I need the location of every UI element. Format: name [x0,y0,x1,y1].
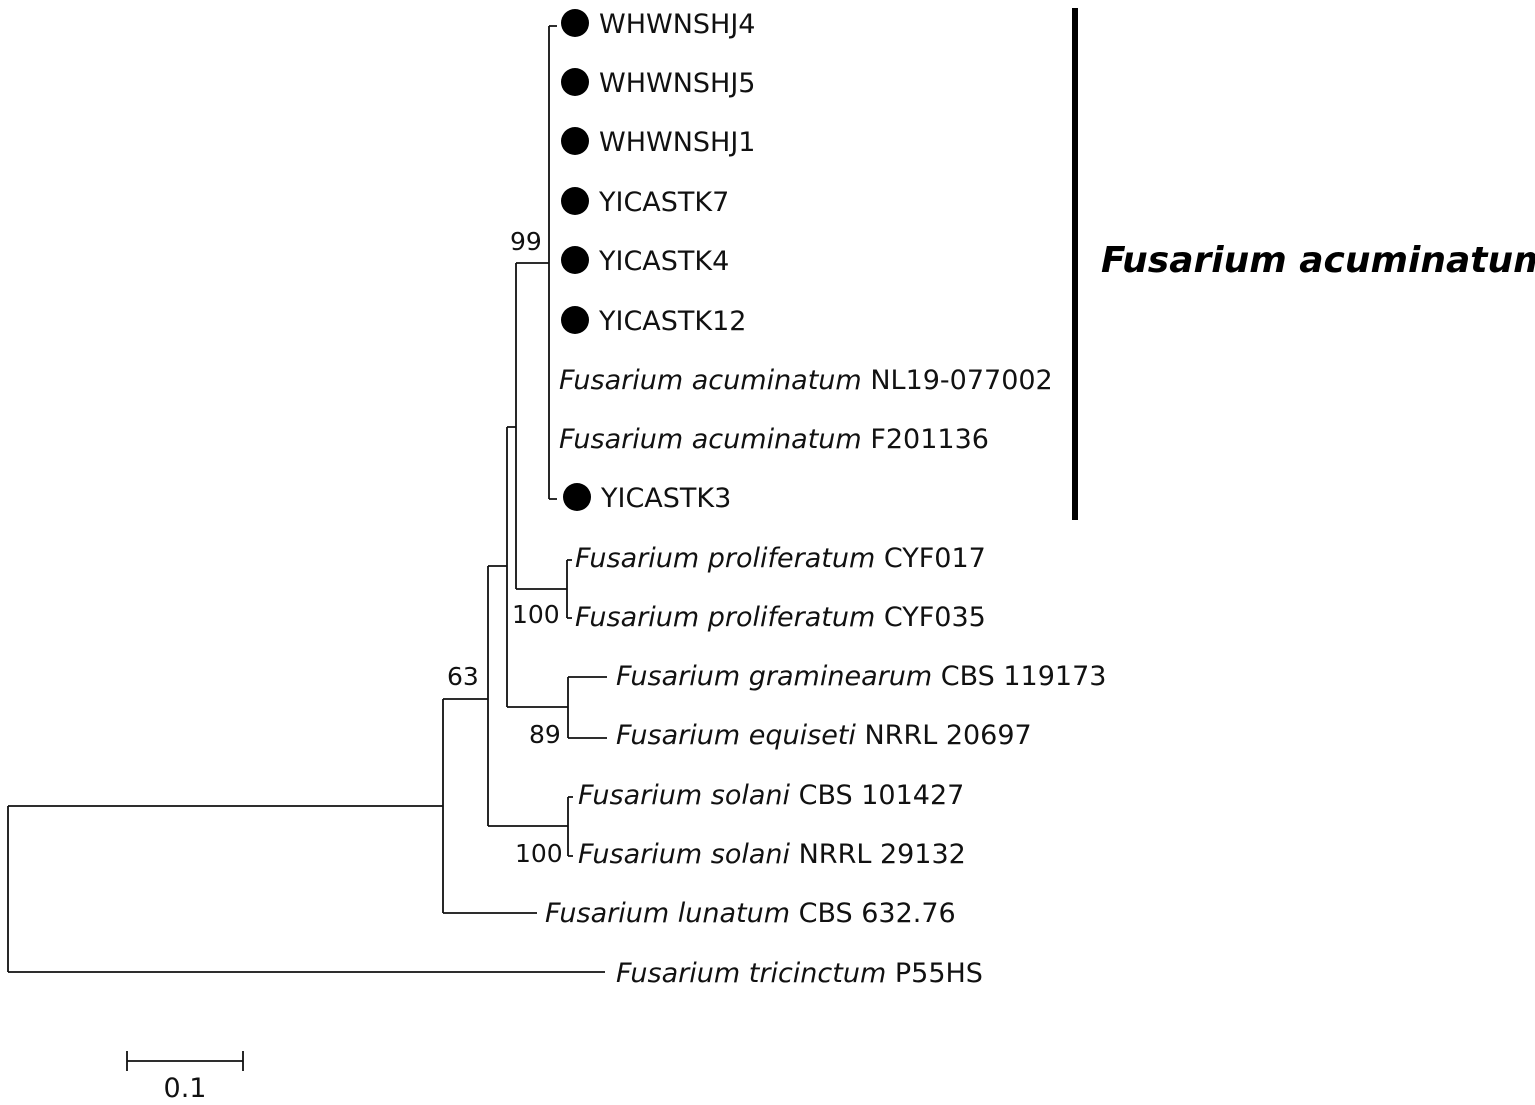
taxon-label: Fusarium proliferatum CYF035 [575,602,986,633]
scale-bar-line [126,1051,244,1071]
branch-root [7,805,605,973]
taxon-labels: WHWNSHJ4 WHWNSHJ5 WHWNSHJ1 YICASTK7 YICA… [545,9,1106,989]
taxon-label: YICASTK3 [600,483,731,514]
scale-bar: 0.1 [126,1051,244,1104]
bootstrap-value: 100 [515,839,563,868]
taxon-label: WHWNSHJ5 [599,68,755,99]
taxon-label: WHWNSHJ4 [599,9,755,40]
branch-node-63 [442,698,537,914]
taxon-label: Fusarium solani CBS 101427 [578,780,964,811]
branch-node-solani [567,796,573,857]
taxon-label: Fusarium acuminatum F201136 [559,424,989,455]
bootstrap-values: 99 100 89 100 63 [447,227,563,868]
branch-node-proliferatum [566,559,572,619]
marker-dot [561,187,589,215]
scale-bar-label: 0.1 [164,1073,207,1104]
marker-dot [563,483,591,511]
marker-dot [561,68,589,96]
taxon-label: Fusarium equiseti NRRL 20697 [616,720,1032,751]
clade-label: Fusarium acuminatum [1101,240,1535,281]
taxon-label: WHWNSHJ1 [599,127,755,158]
bootstrap-value: 100 [512,600,560,629]
bootstrap-value: 63 [447,662,479,691]
branch-node-89 [567,676,607,739]
marker-dot [561,306,589,334]
marker-dot [561,246,589,274]
bootstrap-value: 99 [510,227,542,256]
taxon-label: Fusarium solani NRRL 29132 [578,839,966,870]
taxon-label: YICASTK12 [598,306,746,337]
taxon-label: YICASTK4 [598,246,729,277]
taxon-label: Fusarium proliferatum CYF017 [575,543,986,574]
taxon-label: Fusarium acuminatum NL19-077002 [559,365,1053,396]
isolate-markers [561,9,591,511]
taxon-label: Fusarium graminearum CBS 119173 [616,661,1106,692]
branch-node-d [515,262,567,590]
branch-node-c [506,426,568,708]
taxon-label: Fusarium lunatum CBS 632.76 [545,898,956,929]
marker-dot [561,9,589,37]
taxon-label: YICASTK7 [598,187,729,218]
branch-node-99 [548,25,557,500]
taxon-label: Fusarium tricinctum P55HS [616,958,983,989]
tree-branches [7,25,607,973]
bootstrap-value: 89 [529,720,561,749]
marker-dot [561,127,589,155]
branch-node-b [487,565,568,827]
